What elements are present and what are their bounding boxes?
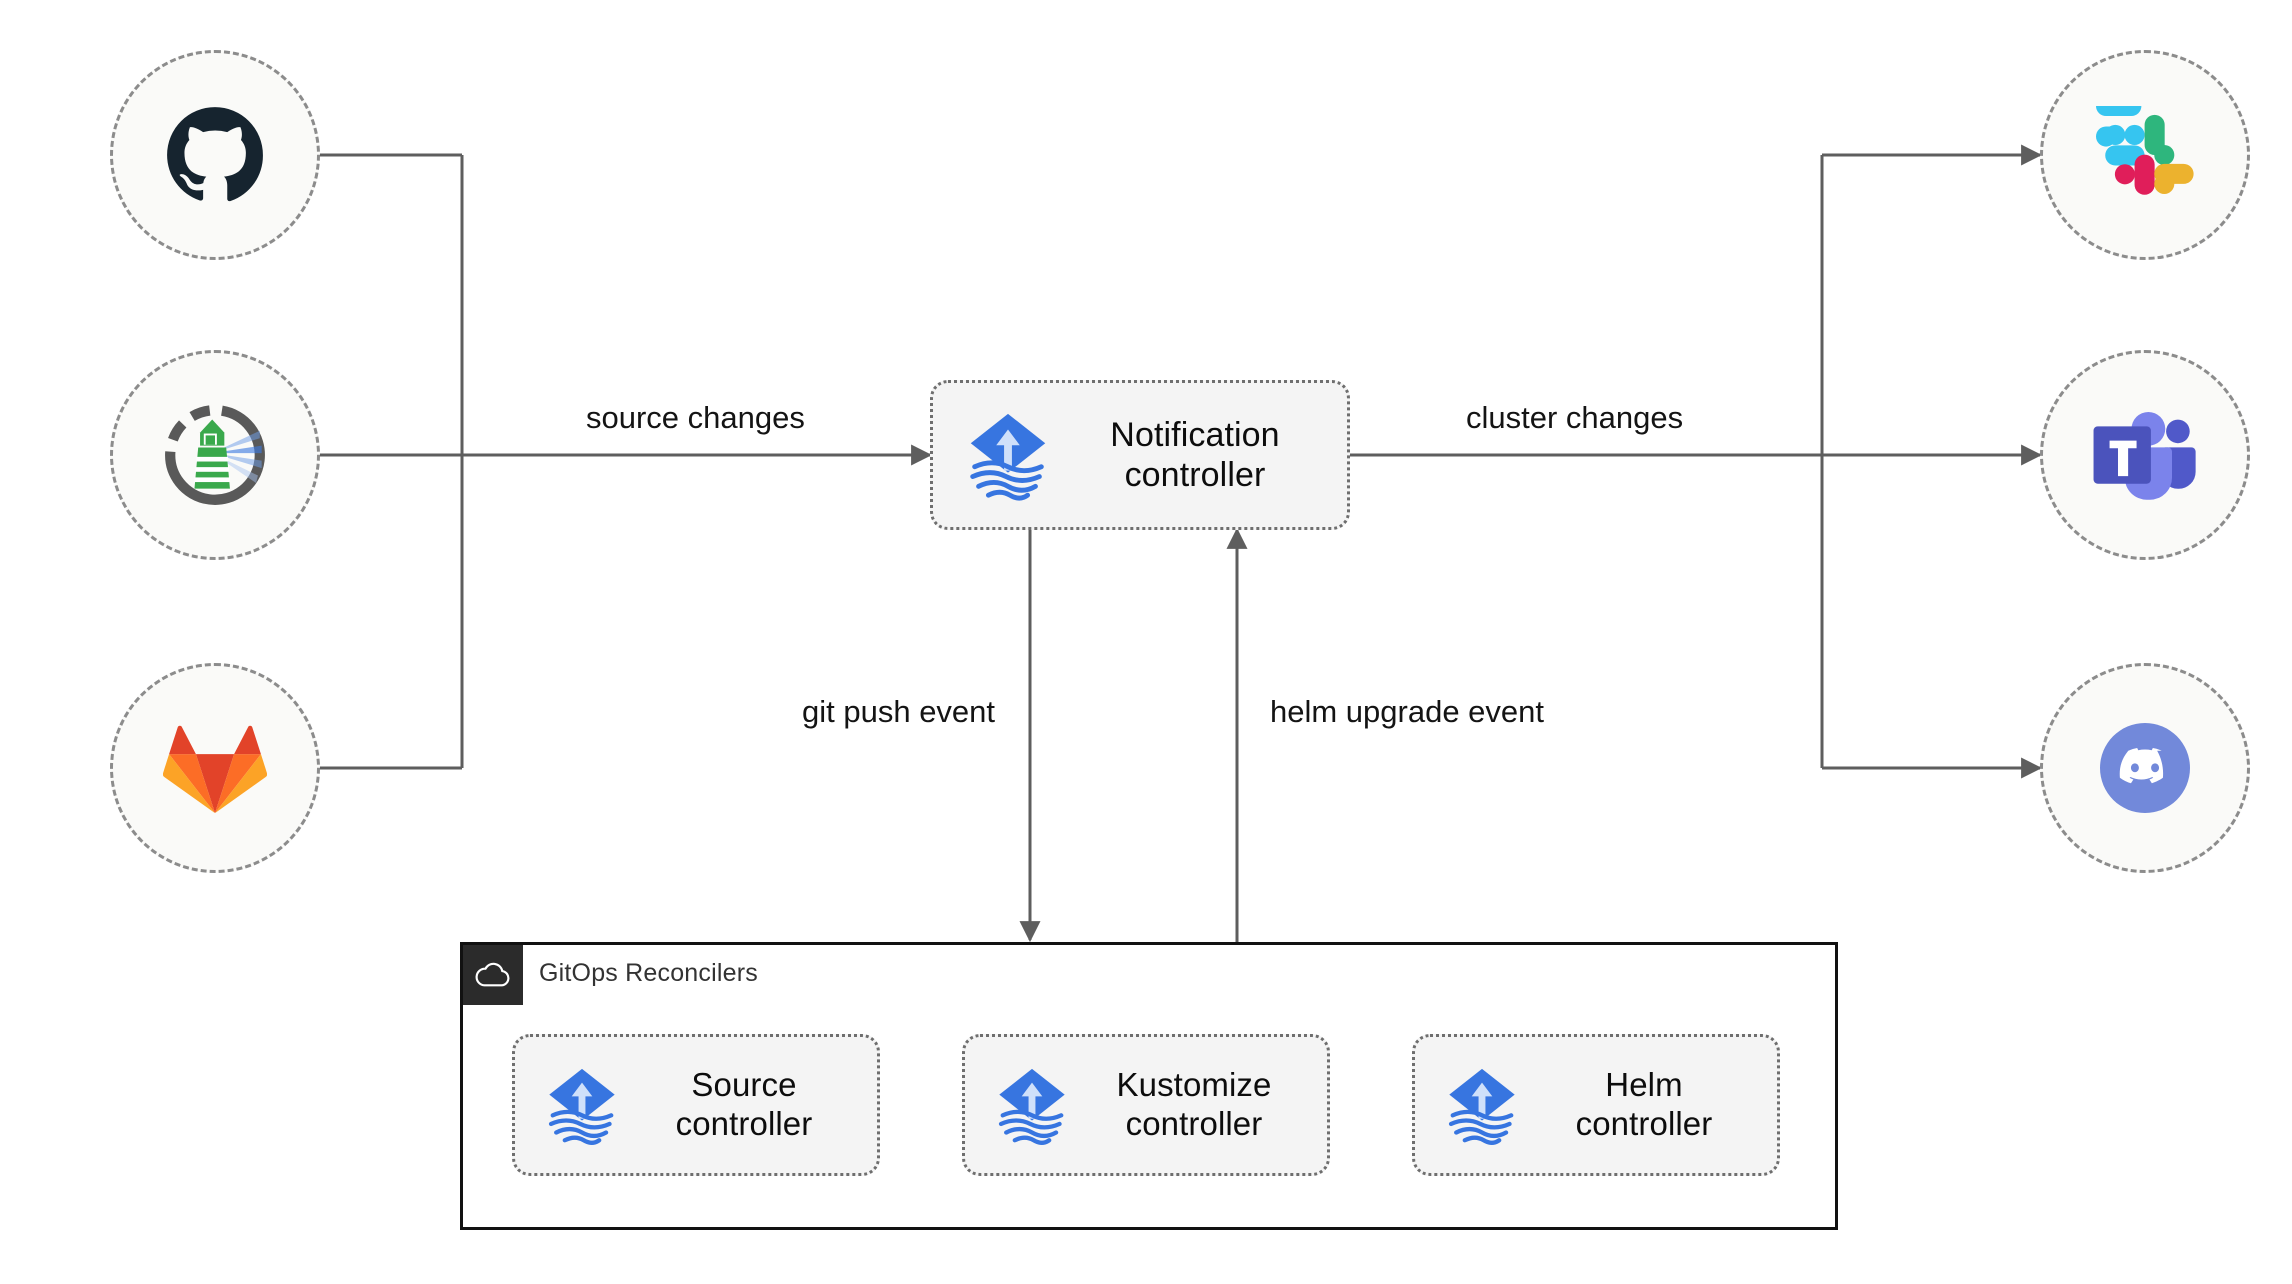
edge-label-helm-upgrade-event: helm upgrade event [1260, 694, 1555, 730]
discord-icon [2091, 714, 2199, 822]
target-node-teams[interactable] [2040, 350, 2250, 560]
flux-logo-icon [539, 1062, 625, 1148]
github-icon [165, 105, 265, 205]
cloud-icon [463, 945, 523, 1005]
target-node-slack[interactable] [2040, 50, 2250, 260]
source-controller-box[interactable]: Source controller [512, 1034, 880, 1176]
edge-label-source-changes: source changes [576, 400, 815, 436]
flux-logo-icon [1439, 1062, 1525, 1148]
slack-icon [2096, 95, 2194, 204]
helm-controller-box[interactable]: Helm controller [1412, 1034, 1780, 1176]
source-node-gitlab[interactable] [110, 663, 320, 873]
notification-controller-label: Notification controller [1110, 415, 1280, 494]
source-node-github[interactable] [110, 50, 320, 260]
edge-label-cluster-changes: cluster changes [1456, 400, 1694, 436]
target-node-discord[interactable] [2040, 663, 2250, 873]
helm-controller-label: Helm controller [1575, 1066, 1713, 1142]
notification-controller-box[interactable]: Notification controller [930, 380, 1350, 530]
flux-logo-icon [989, 1062, 1075, 1148]
flux-lighthouse-icon [159, 399, 271, 511]
gitlab-icon [162, 719, 268, 817]
kustomize-controller-label: Kustomize controller [1116, 1066, 1272, 1142]
flux-logo-icon [959, 406, 1057, 504]
source-controller-label: Source controller [675, 1066, 813, 1142]
microsoft-teams-icon [2091, 405, 2199, 505]
edge-label-git-push-event: git push event [792, 694, 1006, 730]
kustomize-controller-box[interactable]: Kustomize controller [962, 1034, 1330, 1176]
gitops-group-title: GitOps Reconcilers [539, 959, 758, 987]
source-node-flux[interactable] [110, 350, 320, 560]
